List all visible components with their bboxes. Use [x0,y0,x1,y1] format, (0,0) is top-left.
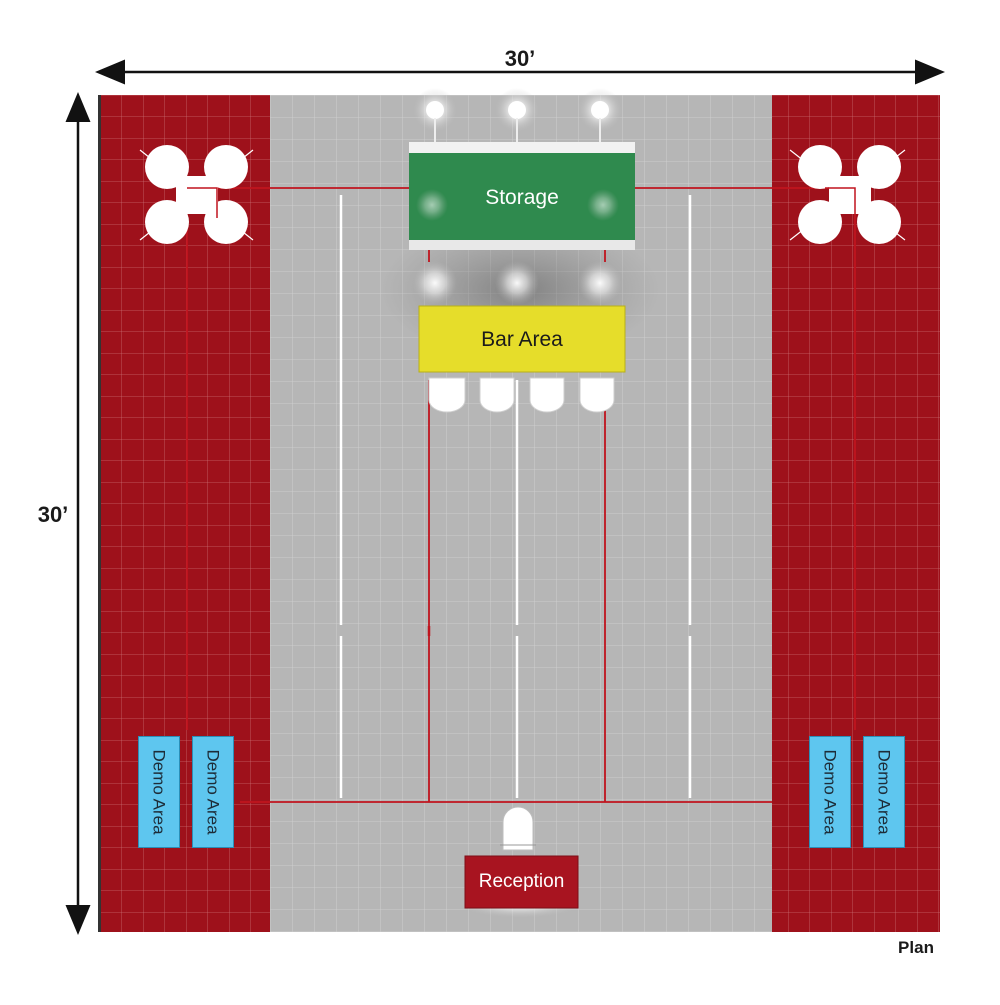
bar-area-block [418,305,626,373]
left-edge-strip [98,95,101,932]
width-dimension-label: 30’ [504,46,536,71]
bar-stools [428,377,615,413]
storage-top-trim [409,142,635,154]
demo-area-label: Demo Area [821,749,841,835]
storage-label: Storage [485,186,559,209]
storage-bottom-trim [409,240,635,250]
demo-area-right-1: Demo Area [809,736,851,848]
demo-area-right-2: Demo Area [863,736,905,848]
reception-desk [464,855,579,909]
overhead-lights [413,88,622,305]
demo-area-label: Demo Area [204,749,224,835]
right-display-tower [789,145,906,244]
height-dimension-label: 30’ [37,502,69,527]
plan-caption: Plan [898,938,934,957]
right-red-carpet [772,95,940,932]
left-display-tower [139,145,254,244]
reception-chair [500,806,536,851]
demo-area-left-2: Demo Area [192,736,234,848]
demo-area-label: Demo Area [875,749,895,835]
demo-area-label: Demo Area [150,749,170,835]
reception-label: Reception [478,871,565,892]
white-guide-lines [339,195,692,798]
bar-area-label: Bar Area [481,328,563,351]
demo-area-left-1: Demo Area [138,736,180,848]
